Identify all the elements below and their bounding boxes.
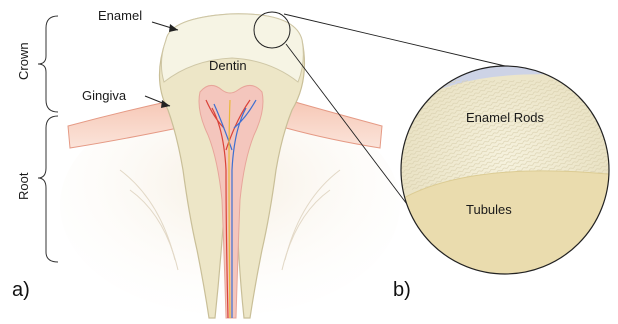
enamel-pointer — [152, 22, 178, 32]
dentin-label: Dentin — [209, 58, 247, 73]
panel-a-label: a) — [12, 279, 30, 301]
root-bracket — [38, 116, 58, 262]
tubules-layer — [400, 171, 618, 280]
crown-bracket — [38, 16, 58, 112]
crown-label: Crown — [16, 42, 31, 80]
root-label: Root — [16, 172, 31, 200]
panel-b-label: b) — [393, 279, 411, 301]
zoom-connector-top — [284, 14, 505, 66]
magnified-view — [400, 60, 618, 280]
tubules-label: Tubules — [466, 202, 512, 217]
enamel-rods-label: Enamel Rods — [466, 110, 545, 125]
gingiva-label: Gingiva — [82, 88, 127, 103]
enamel-label: Enamel — [98, 8, 142, 23]
